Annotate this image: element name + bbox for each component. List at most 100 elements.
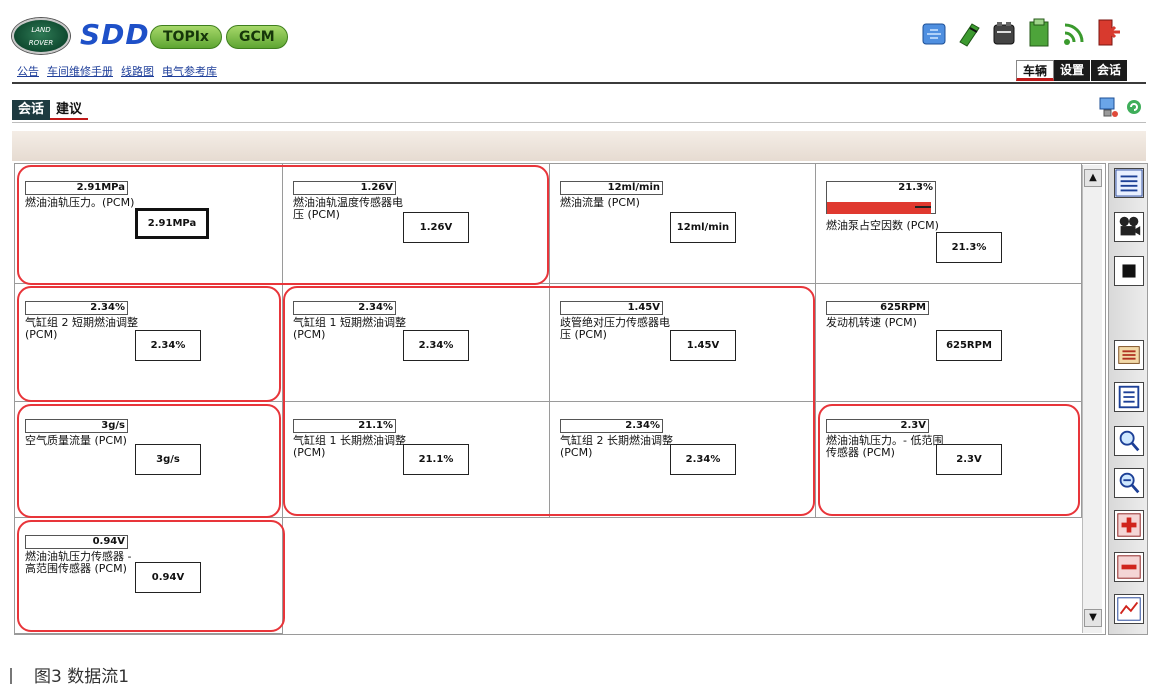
parameter-value-bar: 2.34% xyxy=(25,301,128,315)
toolbar-band xyxy=(12,131,1146,161)
parameter-name: 空气质量流量 (PCM) xyxy=(25,434,127,447)
parameter-cell[interactable]: 2.34% 气缸组 1 短期燃油调整 (PCM) 2.34% xyxy=(283,284,550,402)
network-icon[interactable] xyxy=(922,17,946,47)
session-icons xyxy=(1098,96,1142,118)
parameter-cell[interactable]: 2.3V 燃油油轨压力。- 低范围传感器 (PCM) 2.3V xyxy=(816,402,1082,518)
parameter-value-box: 2.34% xyxy=(403,330,469,361)
link-wiring-diagram[interactable]: 线路图 xyxy=(121,65,154,78)
scroll-up-button[interactable]: ▲ xyxy=(1084,169,1102,187)
parameter-value-box: 2.3V xyxy=(936,444,1002,475)
parameter-cell[interactable]: 3g/s 空气质量流量 (PCM) 3g/s xyxy=(15,402,283,518)
parameter-cell[interactable]: 2.91MPa 燃油油轨压力。(PCM) 2.91MPa xyxy=(15,164,283,284)
parameter-value-bar: 12ml/min xyxy=(560,181,663,195)
app-header: LAND ROVER SDD TOPIx GCM 公告 车间维修手册 线路图 电… xyxy=(0,0,1158,92)
parameter-value-box: 2.34% xyxy=(135,330,201,361)
parameter-name: 歧管绝对压力传感器电压 (PCM) xyxy=(560,316,670,341)
caption-text: 图3 数据流1 xyxy=(34,667,130,687)
parameter-cell[interactable]: 1.45V 歧管绝对压力传感器电压 (PCM) 1.45V xyxy=(550,284,816,402)
exit-icon[interactable] xyxy=(1097,17,1121,47)
link-workshop-manual[interactable]: 车间维修手册 xyxy=(47,65,113,78)
vertical-scrollbar[interactable]: ▲ ▼ xyxy=(1082,165,1102,633)
parameter-value-bar: 1.45V xyxy=(560,301,663,315)
parameter-value-box: 21.3% xyxy=(936,232,1002,263)
parameter-value-bar: 3g/s xyxy=(25,419,128,433)
parameter-value-bar: 2.34% xyxy=(560,419,663,433)
sub-tabs: 会话 建议 xyxy=(12,100,89,120)
land-rover-logo: LAND ROVER xyxy=(12,18,70,54)
parameter-cell[interactable]: 2.34% 气缸组 2 短期燃油调整 (PCM) 2.34% xyxy=(15,284,283,402)
graph-icon[interactable] xyxy=(1114,594,1144,624)
parameter-name: 燃油油轨压力。(PCM) xyxy=(25,196,135,209)
gcm-button[interactable]: GCM xyxy=(226,25,288,49)
scroll-down-button[interactable]: ▼ xyxy=(1084,609,1102,627)
zoom-out-icon[interactable] xyxy=(1114,468,1144,498)
parameter-value-box: 1.26V xyxy=(403,212,469,243)
tab-settings[interactable]: 设置 xyxy=(1054,60,1092,81)
parameter-name: 燃油油轨压力。- 低范围传感器 (PCM) xyxy=(826,434,944,459)
duty-cycle-fill xyxy=(827,202,931,214)
logo-text-top: LAND xyxy=(31,26,51,34)
remove-icon[interactable] xyxy=(1114,552,1144,582)
stop-icon[interactable] xyxy=(1114,256,1144,286)
app-name: SDD xyxy=(80,18,150,51)
sub-navigation: 会话 建议 xyxy=(0,92,1158,128)
document-icon[interactable] xyxy=(1114,382,1144,412)
parameter-name: 燃油流量 (PCM) xyxy=(560,196,640,209)
parameter-cell[interactable]: 1.26V 燃油油轨温度传感器电压 (PCM) 1.26V xyxy=(283,164,550,284)
signal-icon[interactable] xyxy=(1062,17,1086,47)
diagnostic-tool-icon[interactable] xyxy=(957,17,981,47)
record-icon[interactable] xyxy=(1114,340,1144,370)
topix-button[interactable]: TOPIx xyxy=(150,25,222,49)
parameter-value-text: 21.3% xyxy=(898,182,933,193)
parameter-value-box: 625RPM xyxy=(936,330,1002,361)
tab-recommendations[interactable]: 建议 xyxy=(50,100,89,120)
parameter-cell[interactable]: 0.94V 燃油油轨压力传感器 - 高范围传感器 (PCM) 0.94V xyxy=(15,518,283,634)
battery-icon[interactable] xyxy=(992,17,1016,47)
link-electrical-library[interactable]: 电气参考库 xyxy=(162,65,217,78)
logo-text-bottom: ROVER xyxy=(28,39,54,47)
list-icon[interactable] xyxy=(1114,168,1144,198)
add-icon[interactable] xyxy=(1114,510,1144,540)
parameter-value-bar: 625RPM xyxy=(826,301,929,315)
figure-caption: 图3 数据流1 xyxy=(10,662,129,687)
camera-icon[interactable] xyxy=(1114,212,1144,242)
parameter-name: 气缸组 2 短期燃油调整 (PCM) xyxy=(25,316,138,341)
parameter-value-bar: 1.26V xyxy=(293,181,396,195)
parameter-name: 发动机转速 (PCM) xyxy=(826,316,917,329)
parameter-value-box: 2.34% xyxy=(670,444,736,475)
subbar-divider xyxy=(12,122,1146,123)
parameter-value-bar: 2.3V xyxy=(826,419,929,433)
parameter-cell[interactable]: 21.3% 燃油泵占空因数 (PCM) 21.3% xyxy=(816,164,1082,284)
parameter-value-bar: 21.1% xyxy=(293,419,396,433)
zoom-icon[interactable] xyxy=(1114,426,1144,456)
tab-vehicle[interactable]: 车辆 xyxy=(1016,60,1055,81)
main-tabs: 车辆 设置 会话 xyxy=(1016,60,1129,81)
computer-icon[interactable] xyxy=(1098,96,1120,118)
parameter-name: 燃油油轨温度传感器电压 (PCM) xyxy=(293,196,403,221)
parameter-name: 燃油泵占空因数 (PCM) xyxy=(826,219,939,232)
parameter-value-bar: 0.94V xyxy=(25,535,128,549)
right-tool-column xyxy=(1108,163,1148,635)
parameter-value-bar: 2.91MPa xyxy=(25,181,128,195)
refresh-icon[interactable] xyxy=(1126,99,1142,115)
parameter-cell[interactable]: 21.1% 气缸组 1 长期燃油调整 (PCM) 21.1% xyxy=(283,402,550,518)
caption-bar xyxy=(10,668,12,684)
parameter-name: 气缸组 2 长期燃油调整 (PCM) xyxy=(560,434,673,459)
parameter-name: 气缸组 1 短期燃油调整 (PCM) xyxy=(293,316,406,341)
parameter-grid: 2.91MPa 燃油油轨压力。(PCM) 2.91MPa 1.26V 燃油油轨温… xyxy=(14,163,1106,635)
parameter-value-bar: 2.34% xyxy=(293,301,396,315)
tab-session[interactable]: 会话 xyxy=(1091,60,1129,81)
link-announcement[interactable]: 公告 xyxy=(17,65,39,78)
parameter-value-bar: 21.3% xyxy=(826,181,936,214)
clipboard-icon[interactable] xyxy=(1027,17,1051,47)
parameter-value-box: 3g/s xyxy=(135,444,201,475)
parameter-cell[interactable]: 2.34% 气缸组 2 长期燃油调整 (PCM) 2.34% xyxy=(550,402,816,518)
parameter-name: 气缸组 1 长期燃油调整 (PCM) xyxy=(293,434,406,459)
parameter-value-box: 0.94V xyxy=(135,562,201,593)
parameter-value-box: 12ml/min xyxy=(670,212,736,243)
parameter-cell[interactable]: 625RPM 发动机转速 (PCM) 625RPM xyxy=(816,284,1082,402)
header-tool-icons xyxy=(922,17,1121,47)
parameter-name: 燃油油轨压力传感器 - 高范围传感器 (PCM) xyxy=(25,550,132,575)
parameter-cell[interactable]: 12ml/min 燃油流量 (PCM) 12ml/min xyxy=(550,164,816,284)
tab-session-sub[interactable]: 会话 xyxy=(12,100,51,120)
